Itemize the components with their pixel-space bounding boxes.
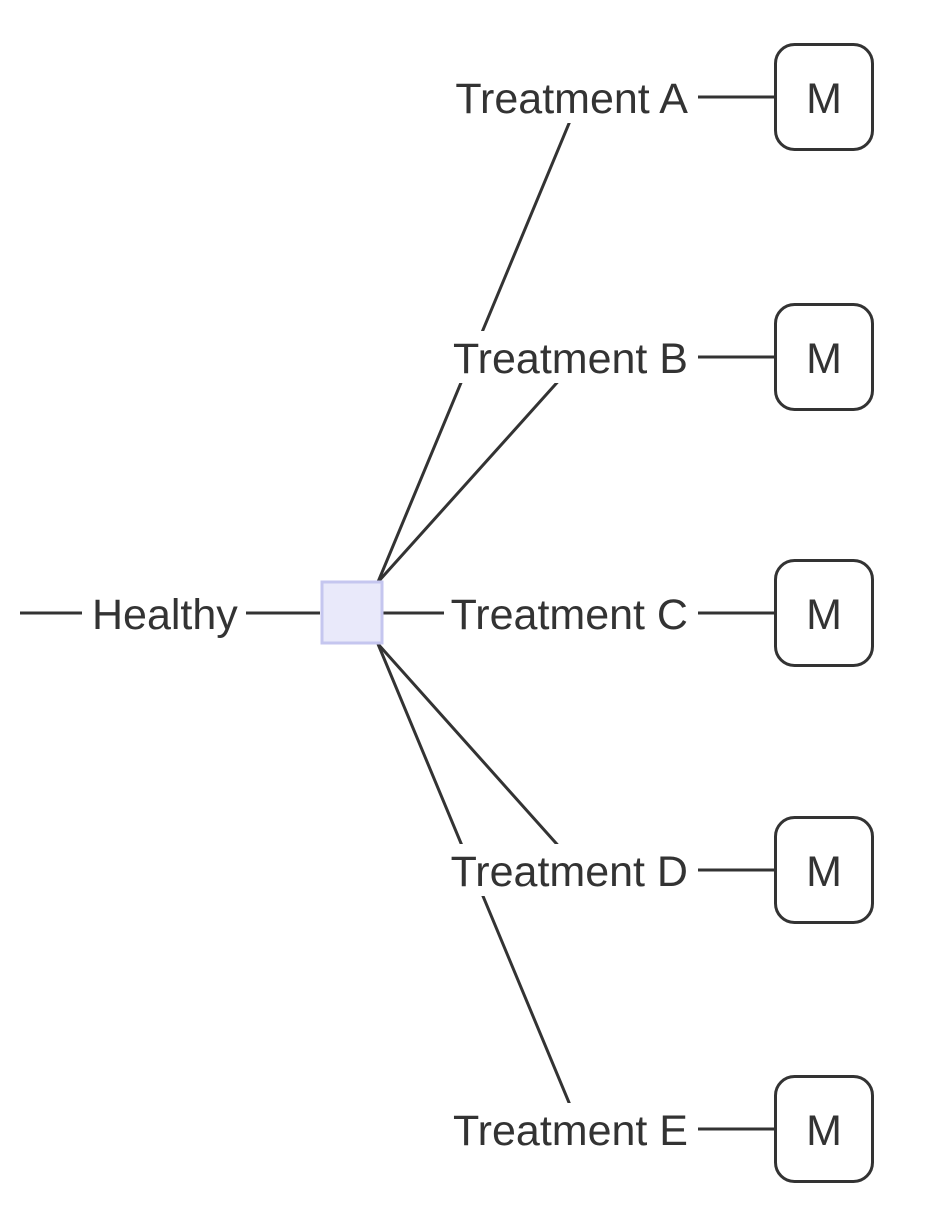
branch-label-treatment-a: Treatment A bbox=[455, 75, 688, 123]
branch-label-background bbox=[444, 844, 698, 896]
branch-label-background bbox=[444, 587, 698, 639]
branch-treatment-c: Treatment C M bbox=[444, 559, 874, 667]
branch-treatment-b: Treatment B M bbox=[444, 303, 874, 411]
markov-node-treatment-b bbox=[774, 303, 874, 411]
branch-label-treatment-e: Treatment E bbox=[453, 1107, 688, 1155]
branch-treatment-e: Treatment E M bbox=[444, 1075, 874, 1183]
markov-node-label-treatment-b: M bbox=[806, 335, 842, 383]
branch-line-treatment-d bbox=[376, 643, 775, 872]
markov-node-treatment-e bbox=[774, 1075, 874, 1183]
root-branch: Healthy bbox=[20, 587, 320, 639]
branch-treatment-a: Treatment A M bbox=[444, 43, 874, 151]
markov-node-label-treatment-e: M bbox=[806, 1107, 842, 1155]
markov-node-treatment-c bbox=[774, 559, 874, 667]
branch-label-treatment-d: Treatment D bbox=[451, 848, 688, 896]
root-branch-label: Healthy bbox=[92, 591, 238, 639]
markov-node-label-treatment-c: M bbox=[806, 591, 842, 639]
branch-line-treatment-b bbox=[376, 355, 775, 584]
markov-node-treatment-d bbox=[774, 816, 874, 924]
branch-label-background bbox=[444, 1103, 698, 1155]
root-label-background bbox=[82, 587, 246, 639]
branch-label-background bbox=[444, 331, 698, 383]
markov-node-treatment-a bbox=[774, 43, 874, 151]
decision-node-square bbox=[320, 580, 384, 645]
markov-node-label-treatment-d: M bbox=[806, 848, 842, 896]
branch-label-background bbox=[444, 71, 698, 123]
branch-treatment-d: Treatment D M bbox=[444, 816, 874, 924]
markov-node-label-treatment-a: M bbox=[806, 75, 842, 123]
branch-label-treatment-c: Treatment C bbox=[451, 591, 688, 639]
branch-label-treatment-b: Treatment B bbox=[453, 335, 688, 383]
